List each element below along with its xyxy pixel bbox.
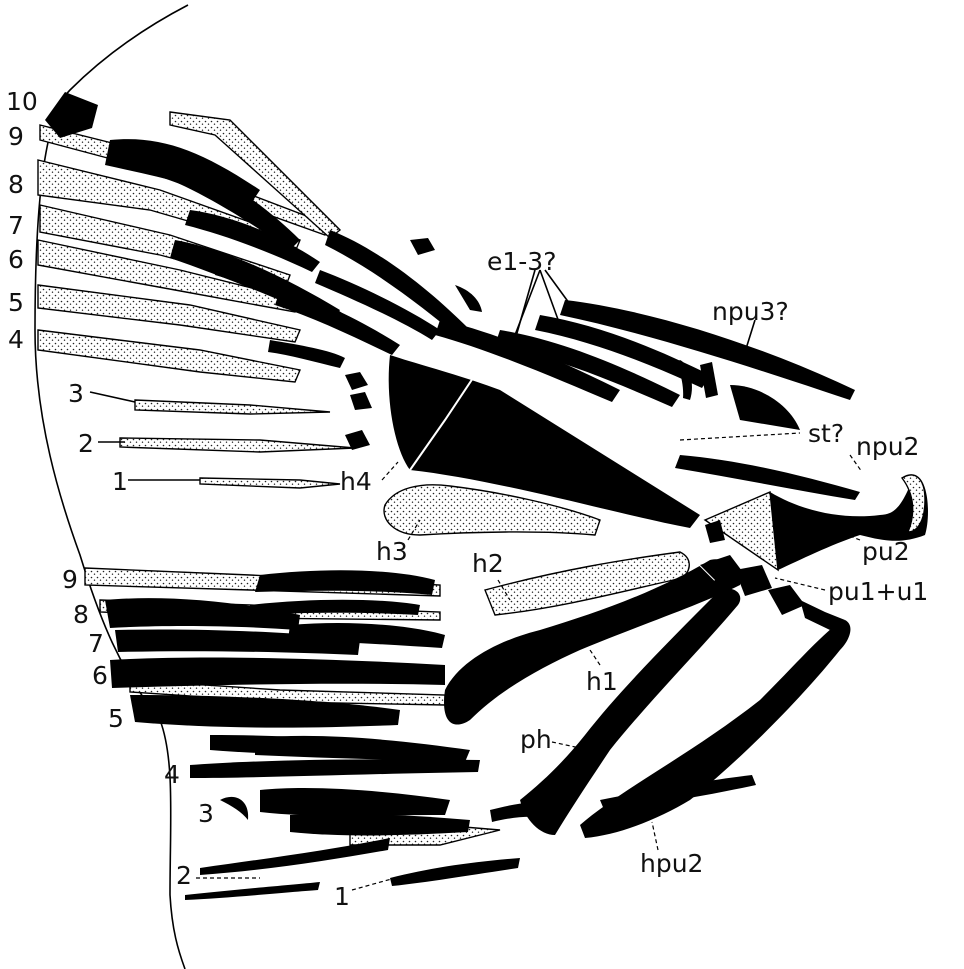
label-lower-3: 3 — [198, 799, 214, 828]
label-h2: h2 — [472, 549, 504, 578]
lower-bones — [105, 570, 520, 900]
label-h4: h4 — [340, 467, 372, 496]
label-lower-6: 6 — [92, 661, 108, 690]
bone-u-j — [410, 238, 435, 255]
bone-l-3b — [290, 814, 470, 836]
bone-l-3hook — [220, 797, 248, 820]
label-upper-6: 6 — [8, 245, 24, 274]
label-lower-1: 1 — [334, 882, 350, 911]
bone-u-m — [350, 392, 372, 410]
label-lower-2: 2 — [176, 861, 192, 890]
leader-hpu2 — [652, 822, 658, 850]
label-upper-1: 1 — [112, 467, 128, 496]
bone-l-1 — [390, 858, 520, 886]
label-ph: ph — [520, 725, 552, 754]
pu1-knob-3 — [768, 585, 805, 615]
bone-l-4c — [255, 736, 470, 762]
label-lower-4: 4 — [164, 760, 180, 789]
label-upper-8: 8 — [8, 170, 24, 199]
label-lower-9: 9 — [62, 565, 78, 594]
label-upper-3: 3 — [68, 379, 84, 408]
label-upper-9: 9 — [8, 122, 24, 151]
leader-h1 — [590, 650, 600, 665]
label-npu3: npu3? — [712, 297, 789, 326]
leader-st — [680, 433, 800, 440]
label-lower-7: 7 — [88, 629, 104, 658]
bone-u-f — [268, 340, 345, 368]
npu3-small-3 — [730, 385, 800, 430]
label-lower-5: 5 — [108, 704, 124, 733]
label-npu2: npu2 — [856, 432, 919, 461]
label-lower-8: 8 — [73, 600, 89, 629]
leader-h4 — [382, 462, 398, 480]
label-upper-7: 7 — [8, 211, 24, 240]
bone-l-4b — [190, 759, 480, 778]
bone-l-2 — [200, 838, 390, 875]
bone-l-3a — [260, 788, 450, 816]
bone-u-l — [345, 372, 368, 390]
ray-u4 — [38, 330, 300, 382]
label-st: st? — [808, 419, 844, 448]
label-h1: h1 — [586, 667, 618, 696]
label-h3: h3 — [376, 537, 408, 566]
bone-u-k — [455, 285, 482, 312]
bone-l-1b — [185, 882, 320, 900]
label-upper-5: 5 — [8, 288, 24, 317]
label-upper-10: 10 — [6, 87, 38, 116]
leader-e1 — [515, 270, 535, 340]
pu1-knob-2 — [735, 565, 772, 596]
leader-u3 — [90, 392, 135, 402]
leader-l1 — [352, 878, 395, 890]
label-pu2: pu2 — [862, 537, 910, 566]
leader-ph — [552, 742, 580, 748]
label-e1-3: e1-3? — [487, 247, 556, 276]
label-upper-4: 4 — [8, 325, 24, 354]
leader-e4 — [515, 270, 540, 335]
label-hpu2: hpu2 — [640, 849, 703, 878]
bone-l-6 — [110, 658, 445, 688]
ray-u2 — [120, 438, 355, 452]
ray-u1 — [200, 478, 340, 488]
ray-u3 — [135, 400, 330, 414]
label-pu1u1: pu1+u1 — [828, 577, 928, 606]
hypurals-lower — [444, 552, 850, 838]
label-upper-2: 2 — [78, 429, 94, 458]
